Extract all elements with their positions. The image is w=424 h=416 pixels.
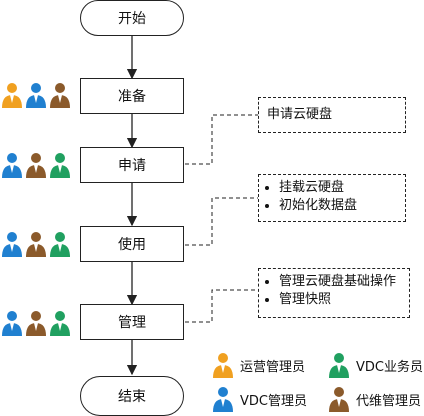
manage-note: 管理云硬盘基础操作 管理快照 (258, 268, 410, 318)
proxy-admin-icon (26, 232, 46, 257)
operations-admin-icon (2, 83, 22, 108)
legend-label: 运营管理员 (240, 359, 306, 375)
vdc-operator-icon (50, 232, 70, 257)
use-roles (1, 231, 71, 257)
vdc-admin-icon (2, 232, 22, 257)
start-node: 开始 (80, 0, 184, 36)
manage-node: 管理 (80, 304, 184, 340)
vdc-operator-icon (50, 311, 70, 336)
prepare-roles (1, 82, 71, 108)
apply-note: 申请云硬盘 (258, 97, 406, 133)
use-note-item: 初始化数据盘 (279, 197, 397, 215)
vdc-admin-icon (26, 83, 46, 108)
proxy-admin-icon (26, 311, 46, 336)
vdc-operator-icon (50, 153, 70, 178)
apply-roles (1, 152, 71, 178)
vdc-admin-icon (2, 153, 22, 178)
legend-vdc-operator: VDC业务员 (328, 352, 423, 378)
legend-operations-admin: 运营管理员 (212, 352, 305, 378)
proxy-admin-icon (50, 83, 70, 108)
use-note: 挂载云硬盘 初始化数据盘 (258, 174, 406, 222)
vdc-admin-icon (2, 311, 22, 336)
note-link-use (185, 197, 258, 246)
manage-note-item: 管理云硬盘基础操作 (279, 273, 401, 291)
legend-label: VDC业务员 (356, 359, 423, 375)
legend-label: VDC管理员 (240, 393, 307, 409)
end-node: 结束 (80, 376, 184, 416)
use-note-item: 挂载云硬盘 (279, 179, 397, 197)
legend-vdc-admin: VDC管理员 (212, 386, 307, 412)
prepare-node: 准备 (80, 78, 184, 114)
manage-roles (1, 310, 71, 336)
legend-proxy-admin: 代维管理员 (328, 386, 421, 412)
vdc-admin-icon (213, 387, 233, 412)
operations-admin-icon (213, 353, 233, 378)
legend-label: 代维管理员 (356, 393, 422, 409)
use-node: 使用 (80, 226, 184, 262)
vdc-operator-icon (329, 353, 349, 378)
apply-node: 申请 (80, 147, 184, 183)
apply-note-text: 申请云硬盘 (267, 107, 333, 122)
proxy-admin-icon (26, 153, 46, 178)
note-link-apply (185, 114, 258, 165)
note-link-manage (185, 289, 258, 323)
proxy-admin-icon (329, 387, 349, 412)
manage-note-item: 管理快照 (279, 291, 401, 309)
